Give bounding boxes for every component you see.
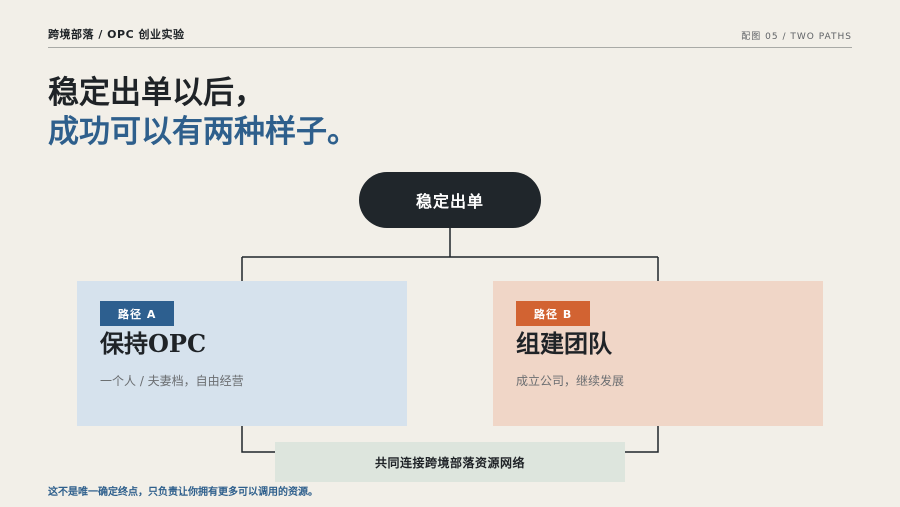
path-tag-a: 路径 A	[100, 301, 175, 326]
figure-label: 配图 05 / TWO PATHS	[741, 32, 852, 42]
path-title-b: 组建团队	[516, 329, 612, 358]
path-desc-a: 一个人 / 夫妻档，自由经营	[100, 374, 244, 388]
path-tag-b: 路径 B	[516, 301, 591, 326]
series-title: 跨境部落 / OPC 创业实验	[48, 28, 185, 41]
headline-line-2: 成功可以有两种样子。	[48, 114, 358, 150]
connector-join-a	[241, 426, 275, 453]
connector-join-b	[625, 426, 659, 453]
root-node: 稳定出单	[359, 172, 541, 228]
header-divider	[48, 47, 852, 48]
path-desc-b: 成立公司，继续发展	[516, 374, 625, 388]
path-title-a: 保持OPC	[100, 329, 207, 358]
shared-network-bar: 共同连接跨境部落资源网络	[275, 442, 625, 482]
headline-line-1: 稳定出单以后，	[48, 75, 265, 111]
path-card-a: 路径 A 保持OPC 一个人 / 夫妻档，自由经营	[77, 281, 407, 426]
path-card-b: 路径 B 组建团队 成立公司，继续发展	[493, 281, 823, 426]
footnote: 这不是唯一确定终点，只负责让你拥有更多可以调用的资源。	[48, 487, 318, 498]
